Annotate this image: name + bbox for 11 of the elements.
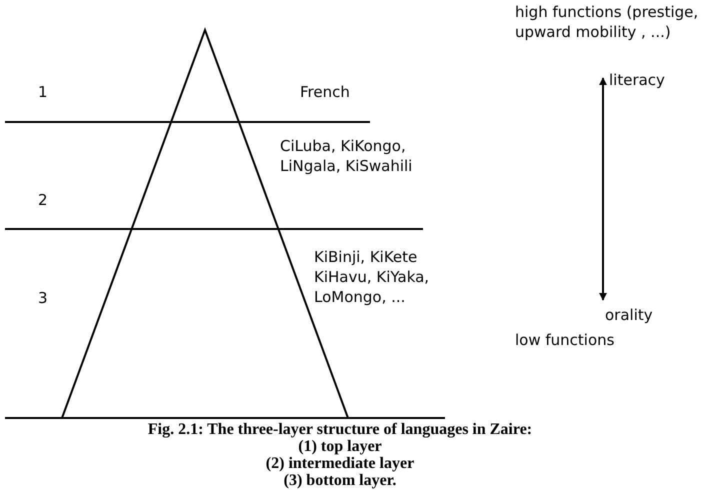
language-list: KiBinji, KiKete KiHavu, KiYaka, LoMongo, ... [314,247,454,307]
language-list: French [300,82,420,102]
scale-label: literacy [609,70,666,90]
function-note: low functions [515,330,616,350]
function-note: high functions (prestige, upward mobility , ...) [515,2,700,42]
layer-number: 1 [38,82,49,102]
layer-number: 2 [38,190,49,210]
scale-label: orality [605,305,654,325]
layer-number: 3 [38,288,49,308]
figure-caption: Fig. 2.1: The three-layer structure of languages in Zaire: (1) top layer (2) intermediate layer (3) bottom layer. [146,421,534,489]
language-list: CiLuba, KiKongo, LiNgala, KiSwahili [280,136,450,176]
